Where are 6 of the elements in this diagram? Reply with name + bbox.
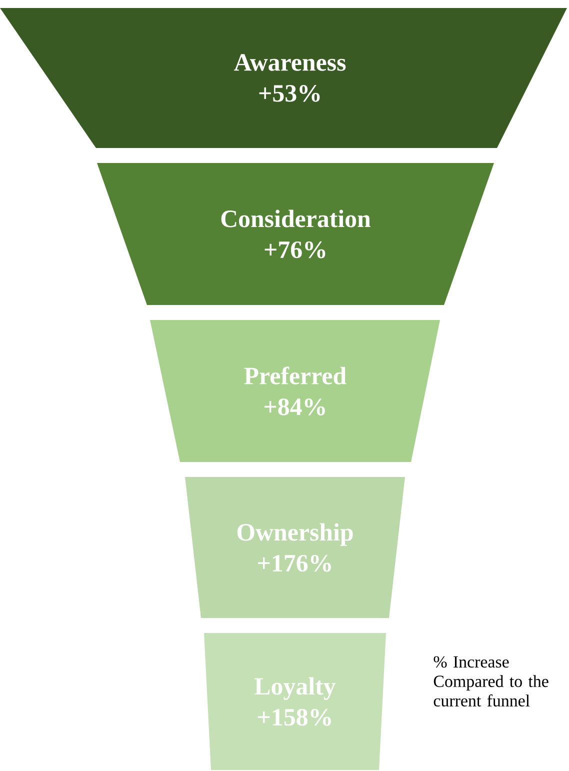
note-text: % Increase Compared to the current funnel (434, 656, 548, 706)
funnel-segment: Ownership +176% (185, 477, 405, 618)
funnel-segment: Consideration +76% (97, 163, 494, 305)
funnel-segment: Preferred +84% (150, 320, 440, 462)
funnel-segment: Loyalty +158% (204, 633, 386, 770)
funnel-segment: Awareness +53% (0, 8, 567, 148)
